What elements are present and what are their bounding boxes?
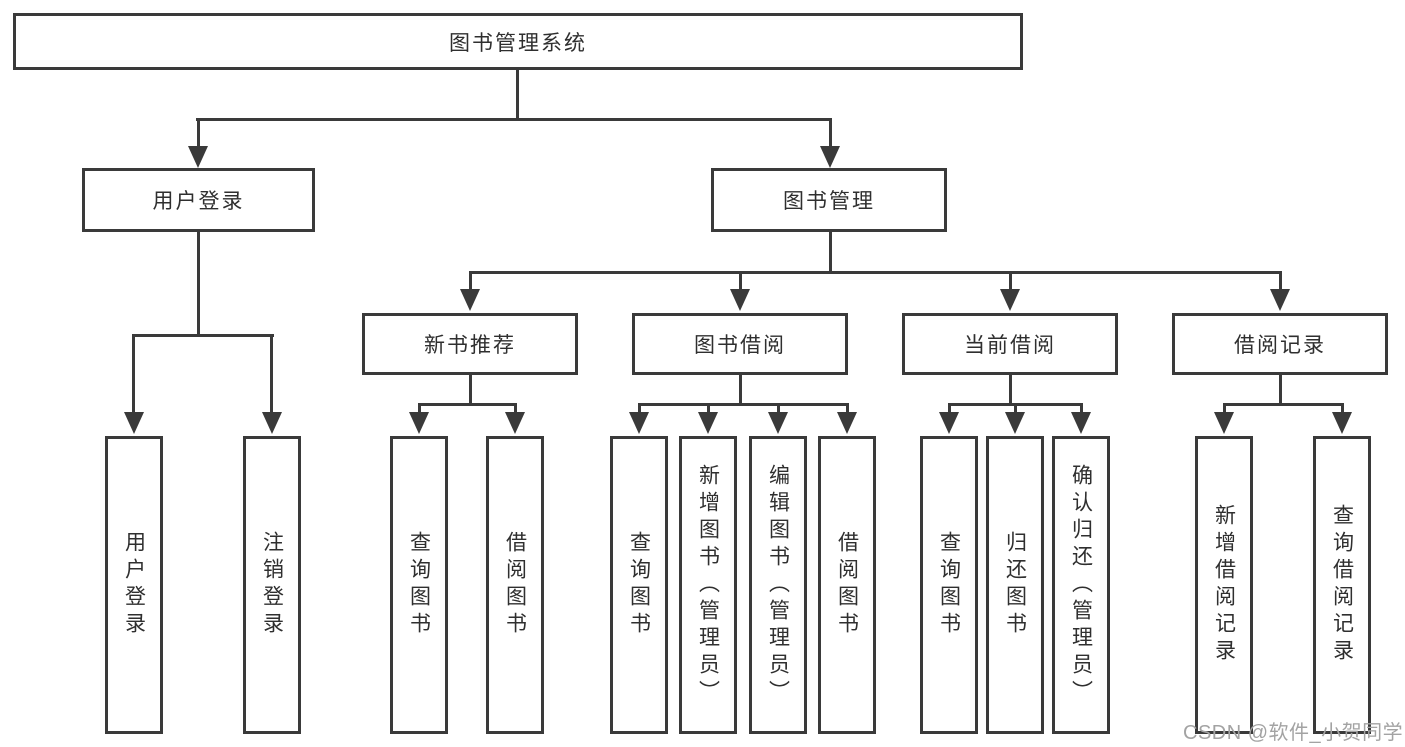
node-book-management-label: 图书管理 (783, 190, 875, 213)
connector-vline (1341, 403, 1344, 415)
leaf-query-books-borrow-label: 查询图书 (627, 531, 651, 639)
leaf-confirm-return-admin-label: 确认归还（管理员） (1069, 463, 1093, 707)
arrow-down-icon (730, 289, 750, 311)
connector-vline (1279, 375, 1282, 405)
arrow-down-icon (820, 146, 840, 168)
arrow-down-icon (262, 412, 282, 434)
arrow-down-icon (409, 412, 429, 434)
connector-vline (516, 70, 519, 120)
connector-hline (196, 118, 832, 121)
connector-vline (514, 403, 517, 415)
node-new-book-recommend: 新书推荐 (362, 313, 578, 375)
node-borrow-records-label: 借阅记录 (1234, 334, 1326, 357)
connector-vline (1223, 403, 1226, 415)
connector-vline (1009, 375, 1012, 405)
connector-hline (469, 271, 1282, 274)
leaf-logout: 注销登录 (243, 436, 301, 734)
arrow-down-icon (698, 412, 718, 434)
node-user-login-label: 用户登录 (152, 190, 245, 213)
leaf-confirm-return-admin: 确认归还（管理员） (1052, 436, 1110, 734)
leaf-query-books-recommend: 查询图书 (390, 436, 448, 734)
node-root-label: 图书管理系统 (449, 31, 587, 55)
node-book-management: 图书管理 (711, 168, 947, 232)
leaf-borrow-books-recommend: 借阅图书 (486, 436, 544, 734)
connector-vline (829, 118, 832, 148)
connector-vline (829, 232, 832, 274)
arrow-down-icon (1332, 412, 1352, 434)
node-new-book-recommend-label: 新书推荐 (424, 334, 516, 357)
leaf-borrow-books: 借阅图书 (818, 436, 876, 734)
leaf-query-borrow-record-label: 查询借阅记录 (1330, 504, 1354, 666)
arrow-down-icon (460, 289, 480, 311)
connector-vline (1009, 271, 1012, 291)
leaf-return-book: 归还图书 (986, 436, 1044, 734)
node-borrow-records: 借阅记录 (1172, 313, 1388, 375)
connector-vline (270, 334, 273, 414)
node-book-borrow: 图书借阅 (632, 313, 848, 375)
leaf-add-book-admin: 新增图书（管理员） (679, 436, 737, 734)
leaf-query-books-borrow: 查询图书 (610, 436, 668, 734)
connector-vline (1279, 271, 1282, 291)
leaf-query-borrow-record: 查询借阅记录 (1313, 436, 1371, 734)
node-root: 图书管理系统 (13, 13, 1023, 70)
leaf-edit-book-admin-label: 编辑图书（管理员） (766, 463, 790, 707)
arrow-down-icon (505, 412, 525, 434)
leaf-logout-label: 注销登录 (260, 531, 284, 639)
connector-vline (846, 403, 849, 415)
connector-vline (638, 403, 641, 415)
connector-vline (469, 271, 472, 291)
arrow-down-icon (1270, 289, 1290, 311)
connector-vline (197, 232, 200, 336)
arrow-down-icon (837, 412, 857, 434)
connector-vline (948, 403, 951, 415)
leaf-query-books-current: 查询图书 (920, 436, 978, 734)
connector-vline (1014, 403, 1017, 415)
connector-vline (469, 375, 472, 405)
connector-vline (739, 271, 742, 291)
leaf-borrow-books-recommend-label: 借阅图书 (503, 531, 527, 639)
connector-vline (707, 403, 710, 415)
leaf-query-books-recommend-label: 查询图书 (407, 531, 431, 639)
connector-hline (418, 403, 517, 406)
arrow-down-icon (629, 412, 649, 434)
node-book-borrow-label: 图书借阅 (694, 334, 786, 357)
connector-vline (418, 403, 421, 415)
connector-hline (1223, 403, 1344, 406)
leaf-query-books-current-label: 查询图书 (937, 531, 961, 639)
leaf-user-login-label: 用户登录 (122, 531, 146, 639)
arrow-down-icon (1005, 412, 1025, 434)
leaf-add-borrow-record: 新增借阅记录 (1195, 436, 1253, 734)
leaf-return-book-label: 归还图书 (1003, 531, 1027, 639)
leaf-add-book-admin-label: 新增图书（管理员） (696, 463, 720, 707)
node-user-login: 用户登录 (82, 168, 315, 232)
arrow-down-icon (768, 412, 788, 434)
node-current-borrow: 当前借阅 (902, 313, 1118, 375)
connector-vline (777, 403, 780, 415)
arrow-down-icon (1071, 412, 1091, 434)
arrow-down-icon (939, 412, 959, 434)
leaf-add-borrow-record-label: 新增借阅记录 (1212, 504, 1236, 666)
connector-hline (132, 334, 274, 337)
node-current-borrow-label: 当前借阅 (964, 334, 1056, 357)
arrow-down-icon (1000, 289, 1020, 311)
arrow-down-icon (1214, 412, 1234, 434)
connector-vline (739, 375, 742, 405)
leaf-borrow-books-label: 借阅图书 (835, 531, 859, 639)
leaf-user-login: 用户登录 (105, 436, 163, 734)
connector-hline (638, 403, 849, 406)
connector-vline (197, 118, 200, 148)
arrow-down-icon (188, 146, 208, 168)
connector-vline (1080, 403, 1083, 415)
arrow-down-icon (124, 412, 144, 434)
leaf-edit-book-admin: 编辑图书（管理员） (749, 436, 807, 734)
connector-vline (132, 334, 135, 414)
watermark: CSDN @软件_小贺同学 (1183, 722, 1404, 744)
